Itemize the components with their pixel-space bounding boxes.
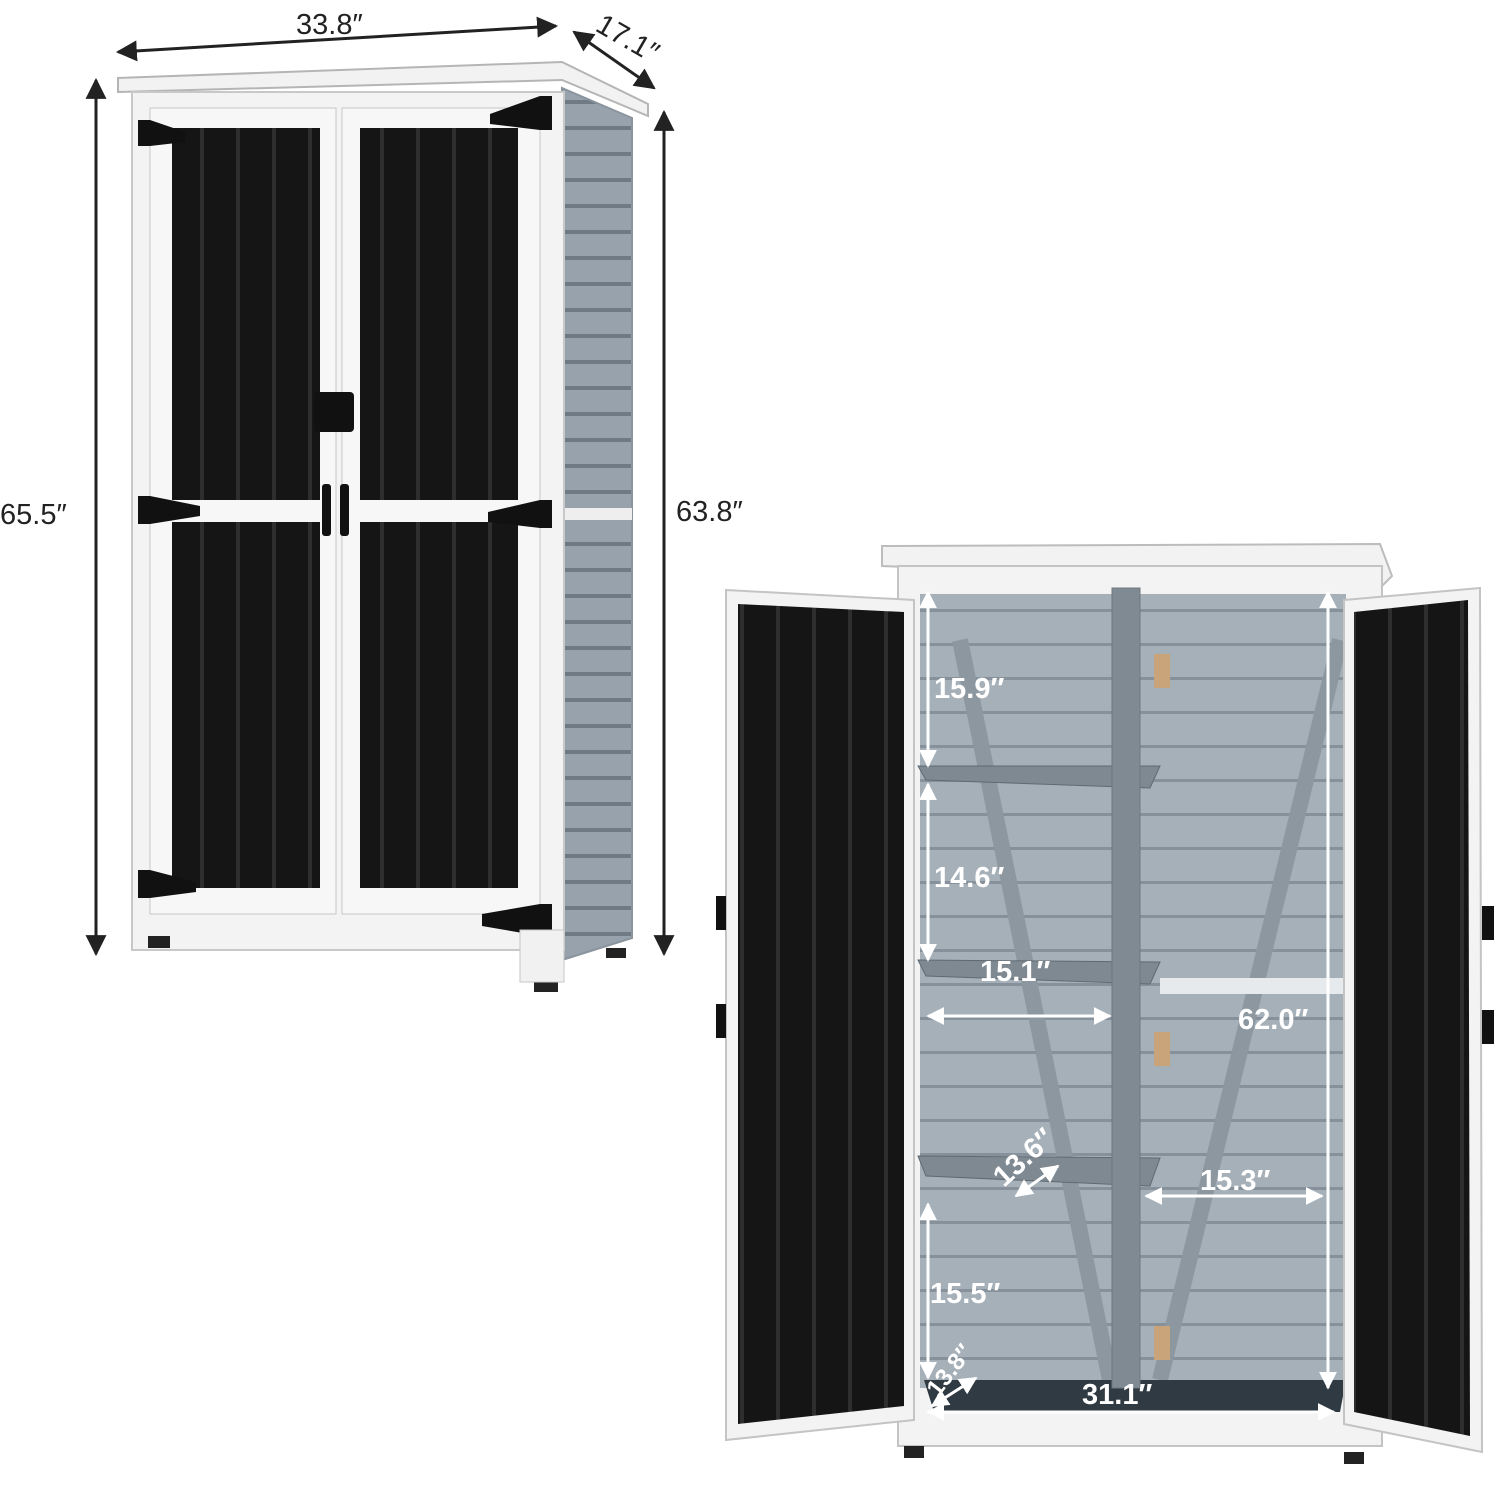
post-hinge — [1154, 1032, 1170, 1066]
depth-dimension-line — [572, 30, 656, 90]
left-door-latch — [716, 1004, 726, 1038]
open-leg — [904, 1446, 924, 1458]
closed-cabinet — [117, 60, 649, 992]
width-label: 33.8″ — [296, 9, 363, 41]
closed-side-rail — [562, 508, 632, 520]
open-dimension-lines — [919, 590, 1337, 1421]
closed-roof — [117, 60, 649, 118]
middle-shelf-gap-label: 14.6″ — [934, 862, 1004, 894]
shelf-depth-line — [1014, 1164, 1060, 1198]
top-shelf-gap-label: 15.9″ — [934, 673, 1004, 705]
floor-depth-line — [930, 1376, 978, 1408]
closed-leg — [606, 948, 626, 958]
interior-width-label: 31.1″ — [1082, 1379, 1152, 1411]
width-dimension-line — [115, 16, 559, 62]
closed-lock — [314, 392, 354, 432]
right-door-latch — [1482, 1010, 1494, 1044]
right-door-latch — [1482, 906, 1494, 940]
closed-leg — [148, 936, 170, 948]
post-hinge — [1154, 654, 1170, 688]
bottom-shelf-gap-text: 15.5″ — [930, 1278, 1000, 1310]
post-hinge — [1154, 1326, 1170, 1360]
closed-base — [519, 929, 565, 983]
body-height-label: 63.8″ — [676, 496, 743, 528]
depth-label: 17.1″ — [591, 8, 665, 69]
right-brace — [1152, 638, 1348, 1382]
open-leg — [1344, 1452, 1364, 1464]
closed-hinges — [138, 96, 552, 936]
center-post — [1111, 587, 1141, 1389]
open-left-door — [725, 588, 915, 1442]
closed-leg — [534, 980, 558, 992]
shelf-top — [917, 765, 1161, 789]
closed-handle-left — [322, 484, 331, 536]
shelf-middle — [917, 959, 1161, 985]
open-cabinet — [716, 542, 1494, 1464]
overall-height-label: 65.5″ — [0, 499, 67, 531]
right-rail — [1160, 978, 1346, 994]
open-right-door — [1343, 586, 1484, 1454]
shelf-width-label: 15.1″ — [980, 956, 1050, 988]
interior-height-label: 62.0″ — [1238, 1004, 1308, 1036]
closed-right-door — [341, 107, 541, 915]
closed-handle-right — [340, 484, 349, 536]
right-compartment-width-label: 15.3″ — [1200, 1165, 1270, 1197]
closed-side-siding — [561, 86, 633, 962]
left-door-latch — [716, 896, 726, 930]
